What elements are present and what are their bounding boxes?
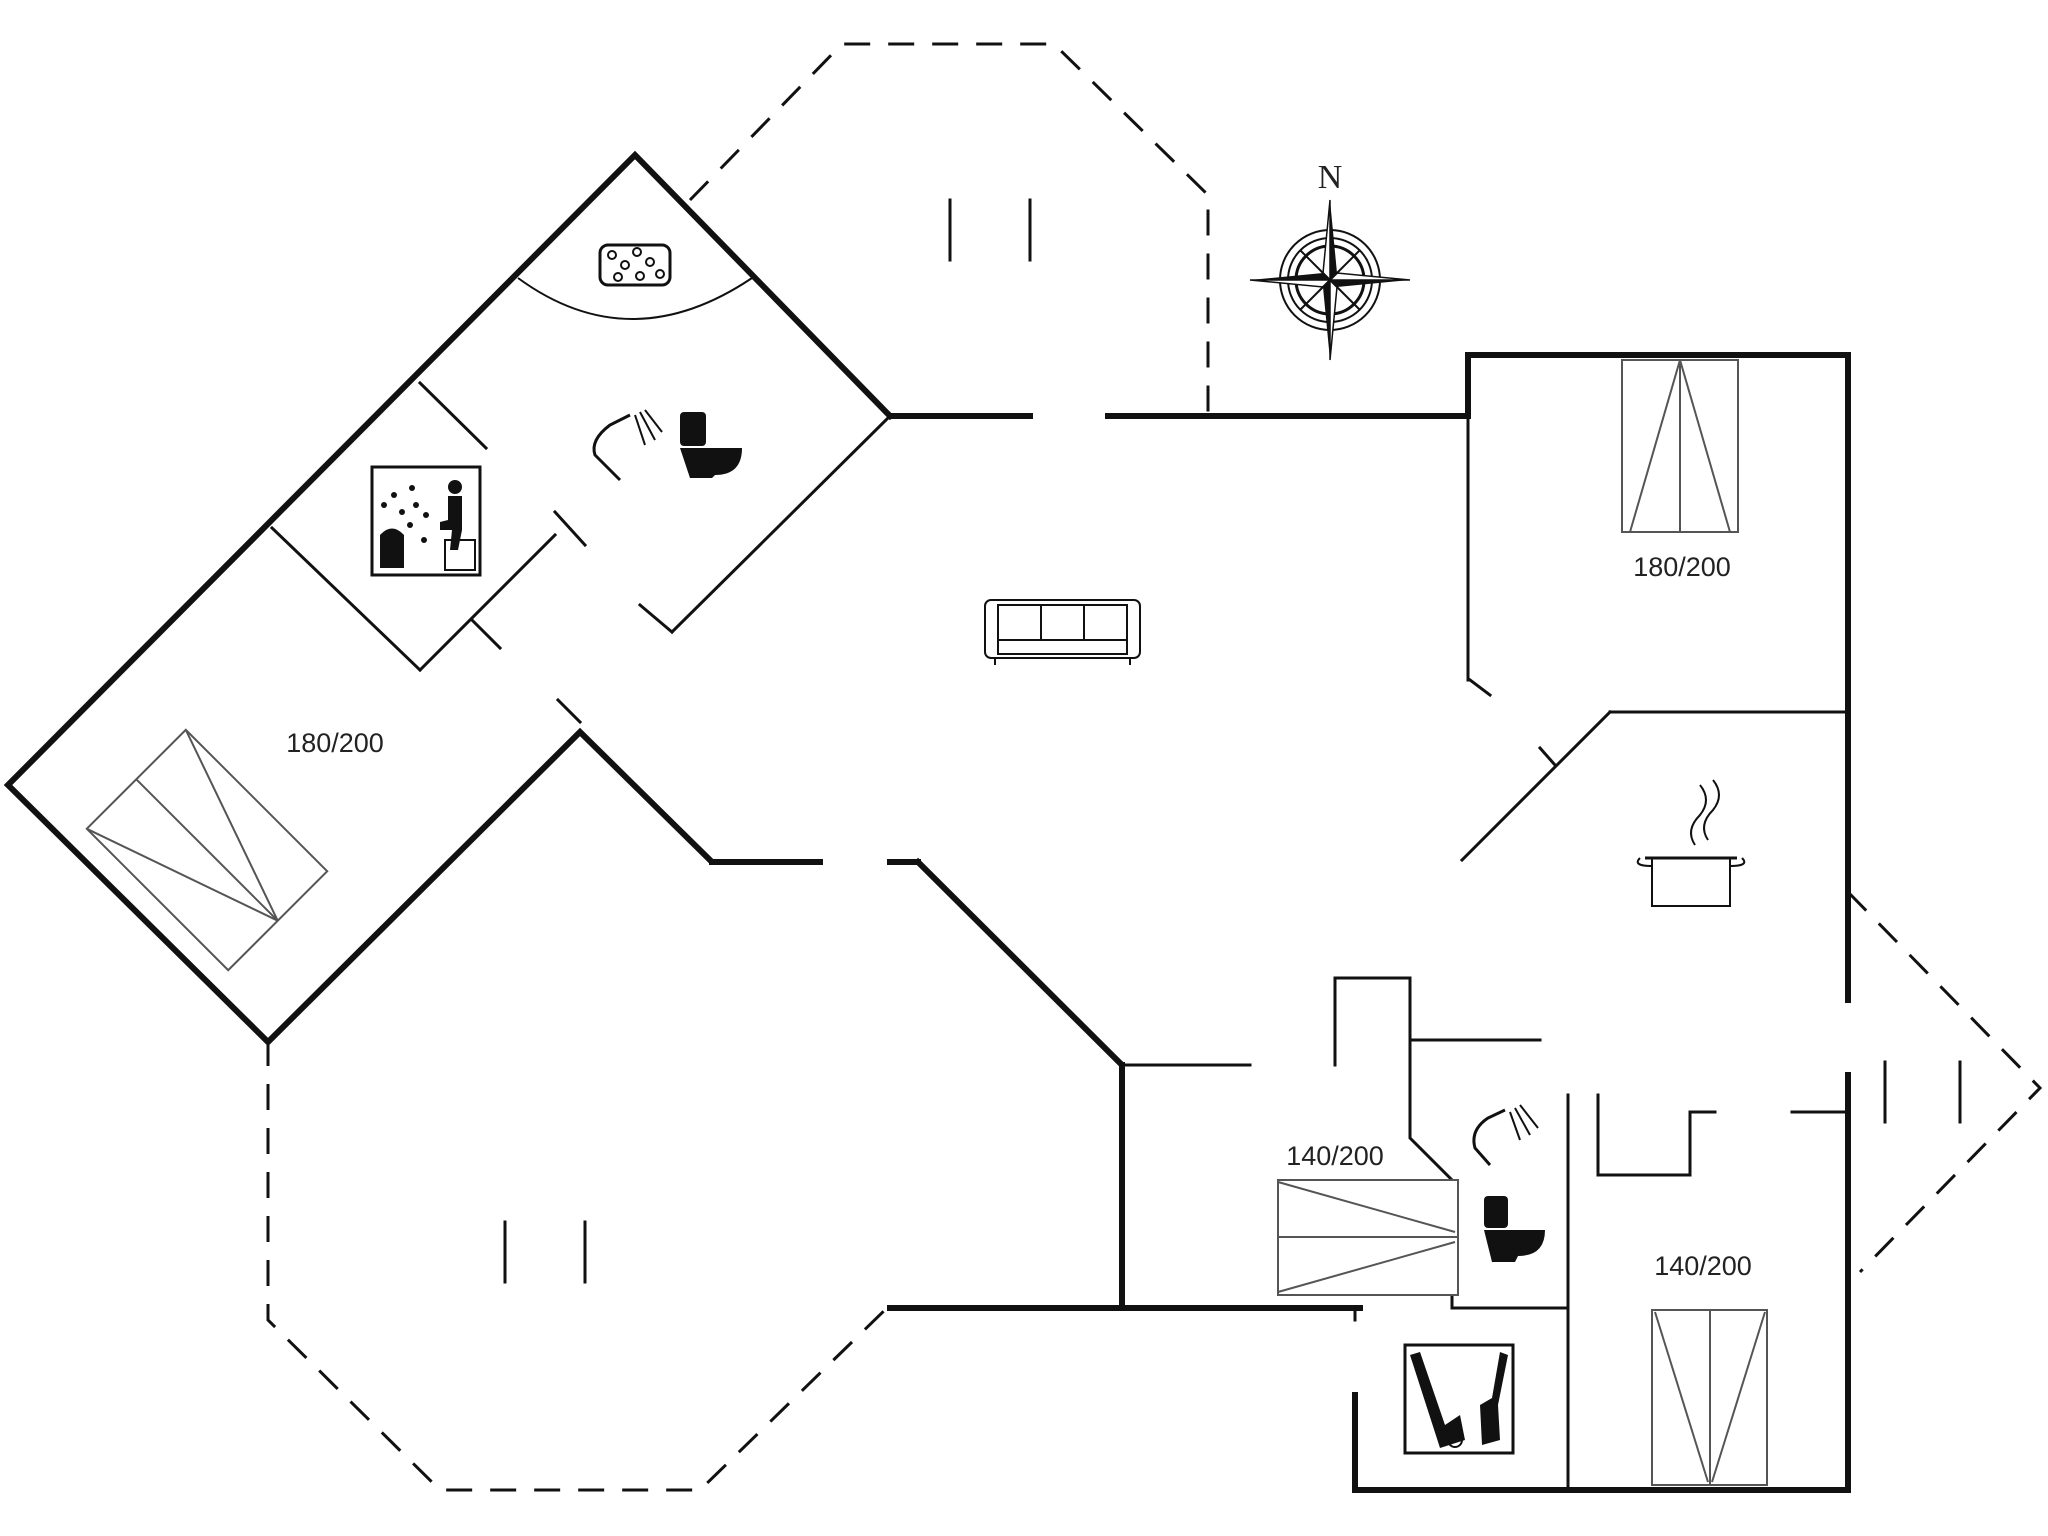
terrace-east — [1846, 890, 2043, 1274]
terrace-north — [688, 42, 1210, 415]
ne-bedroom-door-mark — [1467, 677, 1493, 698]
south-outer-wall — [1352, 1392, 1851, 1493]
kitchen — [1459, 709, 1746, 907]
terrace-south — [266, 1040, 892, 1492]
west-bedroom-door-mark — [555, 697, 583, 725]
compass-north-label: N — [1318, 159, 1343, 196]
bed-south-middle — [1277, 1179, 1459, 1296]
sauna-door-mark-1 — [469, 617, 503, 651]
compass-rose-icon: N — [1249, 159, 1411, 361]
sauna-door-mark-2 — [552, 509, 588, 548]
toilet-icon — [680, 412, 742, 478]
sauna-south-wall — [417, 532, 558, 673]
bed-northeast — [1621, 359, 1739, 533]
bed-size-label-northeast: 180/200 — [1633, 552, 1731, 582]
sauna-icon — [370, 465, 482, 577]
shower-icon-southeast — [1472, 1104, 1539, 1166]
sofa-icon — [984, 599, 1141, 665]
bathroom-east-wall — [669, 413, 893, 635]
spa-door-arc — [517, 277, 753, 320]
bedroom-northeast: 180/200 — [1465, 352, 1851, 1003]
west-wing: 180/200 — [3, 150, 895, 1047]
se-bedroom-north-wall — [1596, 1110, 1717, 1177]
ne-bedroom-walls — [1465, 352, 1851, 1003]
bed-southeast — [1651, 1309, 1768, 1486]
terraces — [266, 42, 2043, 1492]
shower-icon — [592, 409, 663, 482]
bed-size-label-south-middle: 140/200 — [1286, 1141, 1384, 1171]
kitchen-diagonal-wall — [1459, 709, 1613, 863]
southeast-block: 140/200 140/200 — [1120, 976, 1851, 1493]
bed-west — [85, 728, 329, 972]
bed-size-label-southeast: 140/200 — [1654, 1251, 1752, 1281]
living-diagonal-wall — [913, 857, 1127, 1070]
spa-bath-icon — [598, 243, 672, 287]
kitchen-door-mark — [1537, 745, 1558, 768]
living-room — [709, 413, 1471, 1311]
toilet-icon-southeast — [1484, 1196, 1545, 1262]
west-wing-outer-wall — [3, 150, 895, 1047]
bathroom-partition-wall — [417, 380, 489, 451]
kitchen-pot-icon — [1636, 779, 1746, 907]
bathroom-door-mark — [637, 602, 675, 635]
bed-size-label-west: 180/200 — [286, 728, 384, 758]
utility-room-icon — [1403, 1343, 1515, 1455]
sauna-partition-wall — [269, 525, 423, 673]
